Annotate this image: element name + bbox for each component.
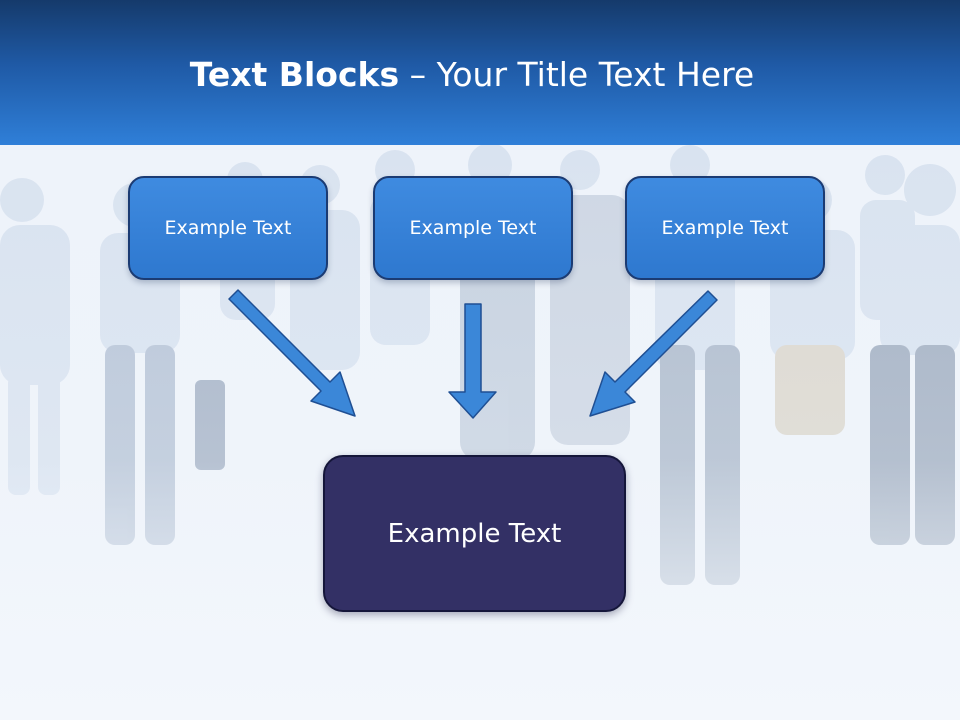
text-block-left: Example Text [128, 176, 328, 280]
title-rest-part: Your Title Text Here [436, 55, 755, 94]
title-bold-part: Text Blocks [189, 55, 400, 94]
title-separator: – [399, 55, 437, 94]
slide-title: Text Blocks – Your Title Text Here [0, 52, 944, 98]
text-block-bottom: Example Text [323, 455, 626, 612]
text-block-center: Example Text [373, 176, 573, 280]
text-block-right: Example Text [625, 176, 825, 280]
title-banner: Text Blocks – Your Title Text Here [0, 0, 960, 145]
